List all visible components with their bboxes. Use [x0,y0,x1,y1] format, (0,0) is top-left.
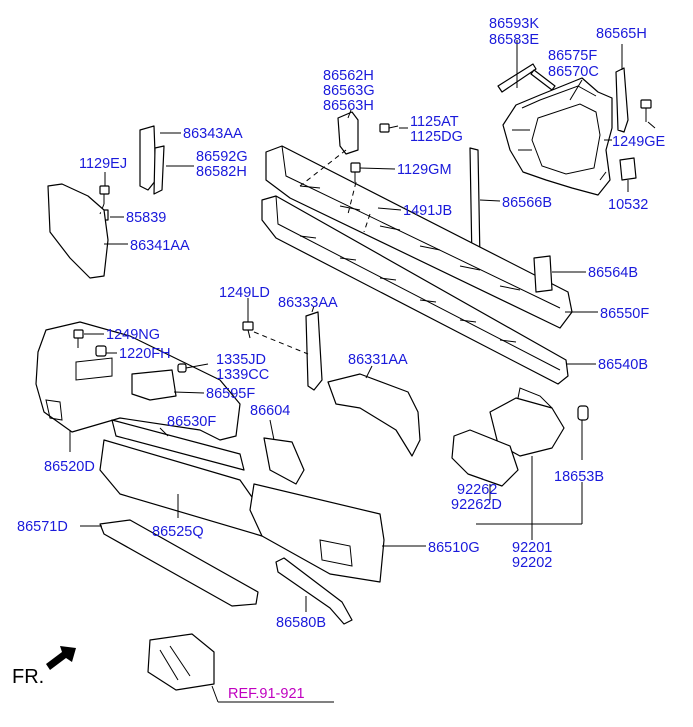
label-86530f[interactable]: 86530F [167,414,216,430]
label-86582h[interactable]: 86582H [196,164,247,180]
part-86571d-grille-strip [99,519,259,607]
part-1335jd-nut [177,363,187,373]
label-10532[interactable]: 10532 [608,197,648,213]
label-86540b[interactable]: 86540B [598,357,648,373]
label-86550f[interactable]: 86550F [600,306,649,322]
label-86566b[interactable]: 86566B [502,195,552,211]
label-92262d[interactable]: 92262D [451,497,502,513]
part-1220fh-nut [95,345,107,357]
part-86540b-beam [261,195,569,385]
label-86570c[interactable]: 86570C [548,64,599,80]
dashed-guide-lines [99,149,371,355]
label-86593k[interactable]: 86593K [489,16,539,32]
label-86563g[interactable]: 86563G [323,83,375,99]
part-labels: 86593K 86583E 86565H 86575F 86570C 86562… [12,16,666,702]
part-ref-91-921-lamp [147,633,215,691]
label-86343aa[interactable]: 86343AA [183,126,243,142]
label-1129gm[interactable]: 1129GM [397,162,452,178]
part-86333aa-bracket [305,311,323,391]
label-86333aa[interactable]: 86333AA [278,295,338,311]
label-86583e[interactable]: 86583E [489,32,539,48]
label-86571d[interactable]: 86571D [17,519,68,535]
label-1129ej[interactable]: 1129EJ [79,156,127,172]
label-1335jd[interactable]: 1335JD [216,352,266,368]
part-1129ej-bolt [99,185,110,204]
label-86564b[interactable]: 86564B [588,265,638,281]
part-86331aa-side [327,373,421,457]
part-86562h-bracket [337,111,359,155]
part-1249ld-bolt [242,321,254,339]
part-86565h-bracket [615,67,629,133]
label-1125at[interactable]: 1125AT [410,114,459,130]
front-orientation-label: FR. [12,666,44,688]
label-86341aa[interactable]: 86341AA [130,238,190,254]
label-86331aa[interactable]: 86331AA [348,352,408,368]
part-86564b-bracket [533,255,553,293]
label-18653b[interactable]: 18653B [554,469,604,485]
part-86341aa-side-end [47,183,109,279]
label-85839[interactable]: 85839 [126,210,166,226]
part-86592g-bracket [153,145,165,195]
label-1249ld[interactable]: 1249LD [219,285,270,301]
part-86550f-beam [265,145,573,329]
label-86562h[interactable]: 86562H [323,68,374,84]
label-1249ng[interactable]: 1249NG [106,327,160,343]
part-10532-clip [619,157,637,181]
label-86520d[interactable]: 86520D [44,459,95,475]
part-18653b-bulb [577,405,589,421]
label-86563h[interactable]: 86563H [323,98,374,114]
label-92202[interactable]: 92202 [512,555,552,571]
part-86570c-radiator-support [502,77,613,196]
label-1125dg[interactable]: 1125DG [410,129,463,145]
part-86530f-lip [111,419,245,471]
part-86593k-rod [497,63,556,93]
label-86604[interactable]: 86604 [250,403,290,419]
label-86580b[interactable]: 86580B [276,615,326,631]
label-86575f[interactable]: 86575F [548,48,597,64]
label-86510g[interactable]: 86510G [428,540,480,556]
part-86580b-bracket [275,557,353,625]
label-86565h[interactable]: 86565H [596,26,647,42]
label-92262[interactable]: 92262 [457,482,497,498]
label-92201[interactable]: 92201 [512,540,552,556]
front-direction-arrow-icon [46,646,76,670]
label-1339cc[interactable]: 1339CC [216,367,269,383]
part-1129gm-bolt [350,162,361,182]
label-86595f[interactable]: 86595F [206,386,255,402]
part-1125at-bolt [379,123,399,133]
part-92262-bezel [451,429,519,487]
label-86525q[interactable]: 86525Q [152,524,204,540]
label-1249ge[interactable]: 1249GE [612,134,666,150]
part-86343aa-bracket [139,125,157,191]
leader-lines [69,40,656,703]
label-1220fh[interactable]: 1220FH [119,346,171,362]
label-86592g[interactable]: 86592G [196,149,248,165]
part-86510g-front-bumper [249,483,385,583]
part-1249ng-bolt [73,329,84,348]
label-1491jb[interactable]: 1491JB [403,203,452,219]
part-86604-bracket [263,437,305,485]
reference-label-ref-91-921[interactable]: REF.91-921 [228,686,305,702]
part-1249ge-bolt [640,99,652,122]
part-86595f-bracket [131,369,177,401]
